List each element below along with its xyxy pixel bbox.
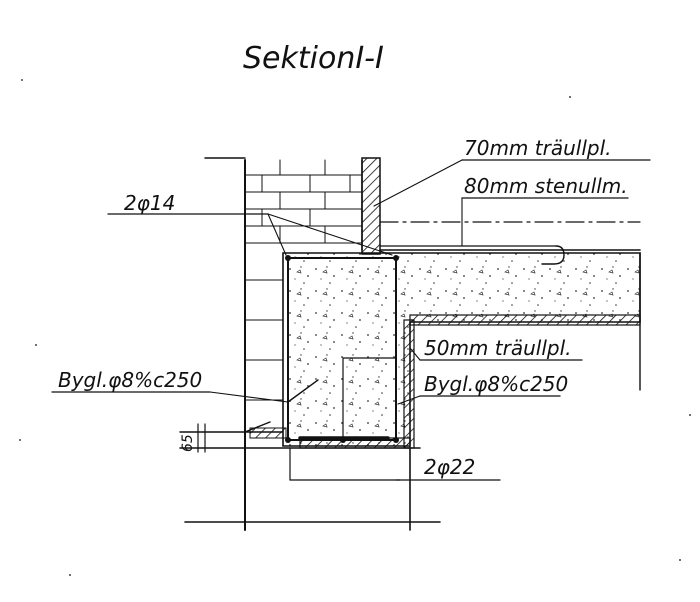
label-stirrup-right: Bygl.φ8%c250 [424, 372, 568, 396]
paper-specks [19, 79, 691, 576]
dimension-65: 65 [180, 423, 206, 453]
label-stirrup-left: Bygl.φ8%c250 [58, 368, 202, 392]
dimension-label: 65 [180, 434, 196, 452]
wall-insulation-70mm [361, 157, 381, 255]
section-title: SektionI-I [243, 41, 384, 76]
label-rebar-bottom: 2φ22 [424, 455, 475, 479]
base-lines [179, 421, 441, 531]
label-rebar-top: 2φ14 [124, 191, 175, 215]
label-50mm-insulation: 50mm träullpl. [424, 336, 572, 360]
label-70mm-insulation: 70mm träullpl. [464, 136, 612, 160]
slab-insulation-80mm [379, 221, 641, 265]
leader-lines [51, 159, 651, 481]
label-80mm-insulation: 80mm stenullm. [464, 174, 628, 198]
